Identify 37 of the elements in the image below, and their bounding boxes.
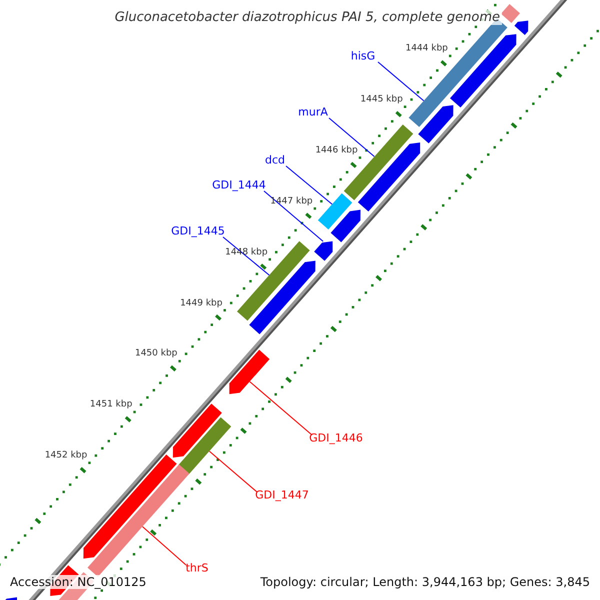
gene-label: murA xyxy=(298,106,328,118)
leader-line xyxy=(249,381,312,436)
scale-label: 1449 kbp xyxy=(180,299,222,308)
gene-feature xyxy=(229,350,270,394)
gene-feature xyxy=(330,210,360,242)
scale-label: 1450 kbp xyxy=(134,350,178,359)
genome-stats-text: Topology: circular; Length: 3,944,163 bp; Genes: 3,845 xyxy=(258,575,592,589)
gene-label: GDI_1445 xyxy=(171,226,225,236)
title: Gluconacetobacter diazotrophicus PAI 5, complete genome xyxy=(112,10,502,25)
leader-line xyxy=(142,526,186,566)
scale-label: 1444 kbp xyxy=(405,44,448,54)
scale-label: 1452 kbp xyxy=(44,452,88,461)
gene-feature xyxy=(514,20,528,35)
scale-label: 1445 kbp xyxy=(360,96,403,105)
leader-line xyxy=(264,190,324,242)
gene-feature xyxy=(172,404,222,458)
gene-bar xyxy=(318,193,352,230)
gene-label: dcd xyxy=(265,154,285,166)
leader-line xyxy=(328,118,375,157)
gene-feature xyxy=(249,260,316,334)
leader-line xyxy=(208,450,258,492)
gene-label: thrS xyxy=(186,562,208,574)
gene-bar xyxy=(344,124,414,200)
gene-label: GDI_1444 xyxy=(212,180,266,190)
gene-feature xyxy=(358,142,420,212)
gene-bar xyxy=(500,4,520,23)
scale-label: 1446 kbp xyxy=(315,146,358,156)
gene-label: GDI_1447 xyxy=(255,490,309,500)
gene-feature xyxy=(450,34,516,108)
gene-feature xyxy=(314,241,333,261)
gene-label: GDI_1446 xyxy=(309,432,363,444)
gene-label: hisG xyxy=(350,50,376,62)
scale-label: 1451 kbp xyxy=(90,400,132,410)
accession-text: Accession: NC_010125 xyxy=(8,575,148,589)
gene-bar xyxy=(178,417,232,474)
gene-feature xyxy=(418,105,454,144)
leader-line xyxy=(378,62,424,102)
